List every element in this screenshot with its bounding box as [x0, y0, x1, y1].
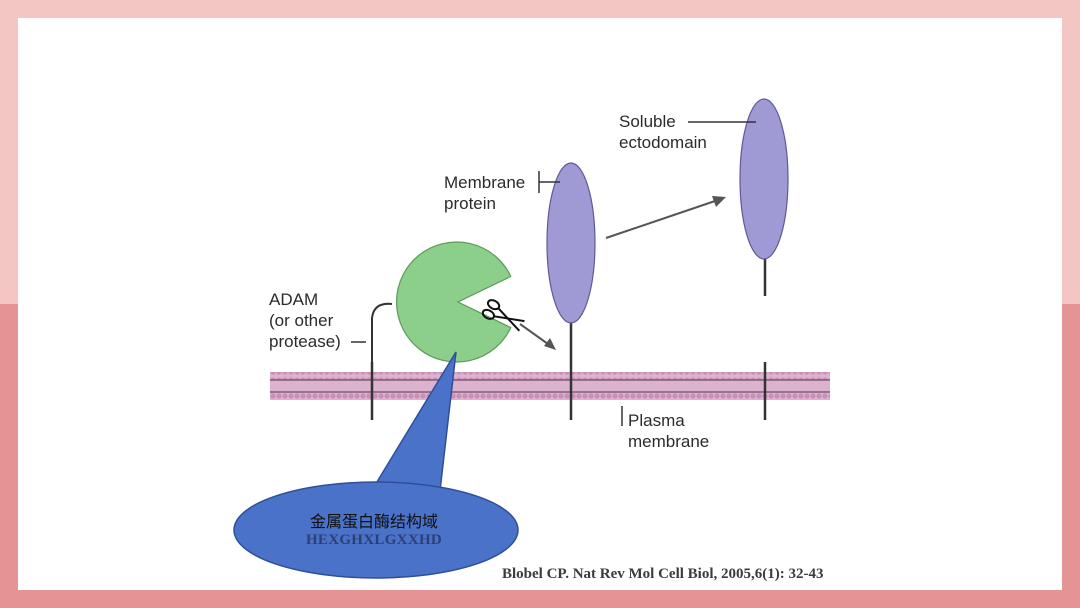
release-arrowhead [712, 196, 726, 207]
release-arrow [605, 200, 716, 239]
soluble-ectodomain [739, 98, 789, 260]
callout-motif: HEXGHXLGXXHD [305, 532, 443, 548]
adam-protease-pacman [396, 241, 512, 363]
adam-label: ADAM (or other protease) [269, 290, 341, 351]
callout-domain-name: 金属蛋白酶结构域 [309, 512, 438, 531]
slide-canvas [18, 18, 1062, 590]
adam-leader-line [371, 302, 393, 362]
citation: Blobel CP. Nat Rev Mol Cell Biol, 2005,6… [502, 566, 824, 582]
soluble-ectodomain-label: Soluble ectodomain [619, 112, 707, 152]
plasma-membrane-label: Plasma membrane [628, 411, 710, 451]
cleavage-arrowhead [544, 338, 556, 350]
callout-bubble [233, 481, 519, 579]
membrane-protein-ectodomain [546, 162, 596, 324]
callout-pointer-join [372, 486, 440, 520]
scissors-icon [481, 299, 525, 332]
membrane-protein-label: Membrane protein [444, 173, 526, 213]
cleavage-arrow [519, 323, 549, 345]
plasma-membrane [270, 372, 830, 400]
